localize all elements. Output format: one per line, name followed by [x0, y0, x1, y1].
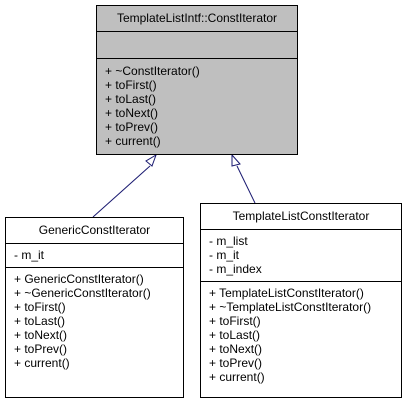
- operation: + toFirst(): [105, 78, 157, 92]
- inheritance-arrowhead-generic: [145, 153, 157, 167]
- attributes-section-templatelist: - m_list - m_it - m_index: [201, 229, 401, 281]
- operation: + ~GenericConstIterator(): [14, 286, 151, 300]
- operation: + TemplateListConstIterator(): [209, 286, 364, 300]
- operation: + current(): [14, 356, 70, 370]
- operations-section-base: + ~ConstIterator() + toFirst() + toLast(…: [97, 58, 297, 148]
- operations-section-templatelist: + TemplateListConstIterator() + ~Templat…: [201, 281, 401, 384]
- edge-generic-to-base: [92, 165, 151, 218]
- operation: + ~ConstIterator(): [105, 64, 200, 78]
- operation: + toPrev(): [14, 342, 68, 356]
- operation: + toLast(): [14, 314, 66, 328]
- operation: + toNext(): [105, 106, 159, 120]
- inheritance-arrowhead-templatelist: [231, 153, 241, 167]
- operation: + toNext(): [14, 328, 68, 342]
- operation: + toFirst(): [14, 300, 66, 314]
- operation: + toLast(): [105, 92, 157, 106]
- class-box-base[interactable]: TemplateListIntf::ConstIterator + ~Const…: [96, 5, 298, 155]
- class-name-base: TemplateListIntf::ConstIterator: [116, 11, 278, 25]
- attributes-section-base: [97, 31, 297, 58]
- class-box-generic[interactable]: GenericConstIterator - m_it + GenericCon…: [5, 217, 184, 398]
- attribute: - m_index: [209, 262, 262, 276]
- operation: + toNext(): [209, 342, 263, 356]
- operation: + toLast(): [209, 328, 261, 342]
- operation: + current(): [105, 134, 161, 148]
- edge-templatelist-to-base: [236, 165, 256, 204]
- attribute: - m_list: [209, 234, 248, 248]
- attribute: - m_it: [14, 248, 44, 262]
- operations-section-generic: + GenericConstIterator() + ~GenericConst…: [6, 267, 183, 370]
- class-box-templatelist[interactable]: TemplateListConstIterator - m_list - m_i…: [200, 203, 402, 398]
- operation: + GenericConstIterator(): [14, 272, 144, 286]
- class-name-templatelist: TemplateListConstIterator: [232, 209, 370, 223]
- attributes-section-generic: - m_it: [6, 243, 183, 267]
- operation: + toFirst(): [209, 314, 261, 328]
- attribute: - m_it: [209, 248, 239, 262]
- operation: + current(): [209, 370, 265, 384]
- class-name-generic: GenericConstIterator: [38, 223, 151, 237]
- operation: + toPrev(): [209, 356, 263, 370]
- operation: + toPrev(): [105, 120, 159, 134]
- operation: + ~TemplateListConstIterator(): [209, 300, 372, 314]
